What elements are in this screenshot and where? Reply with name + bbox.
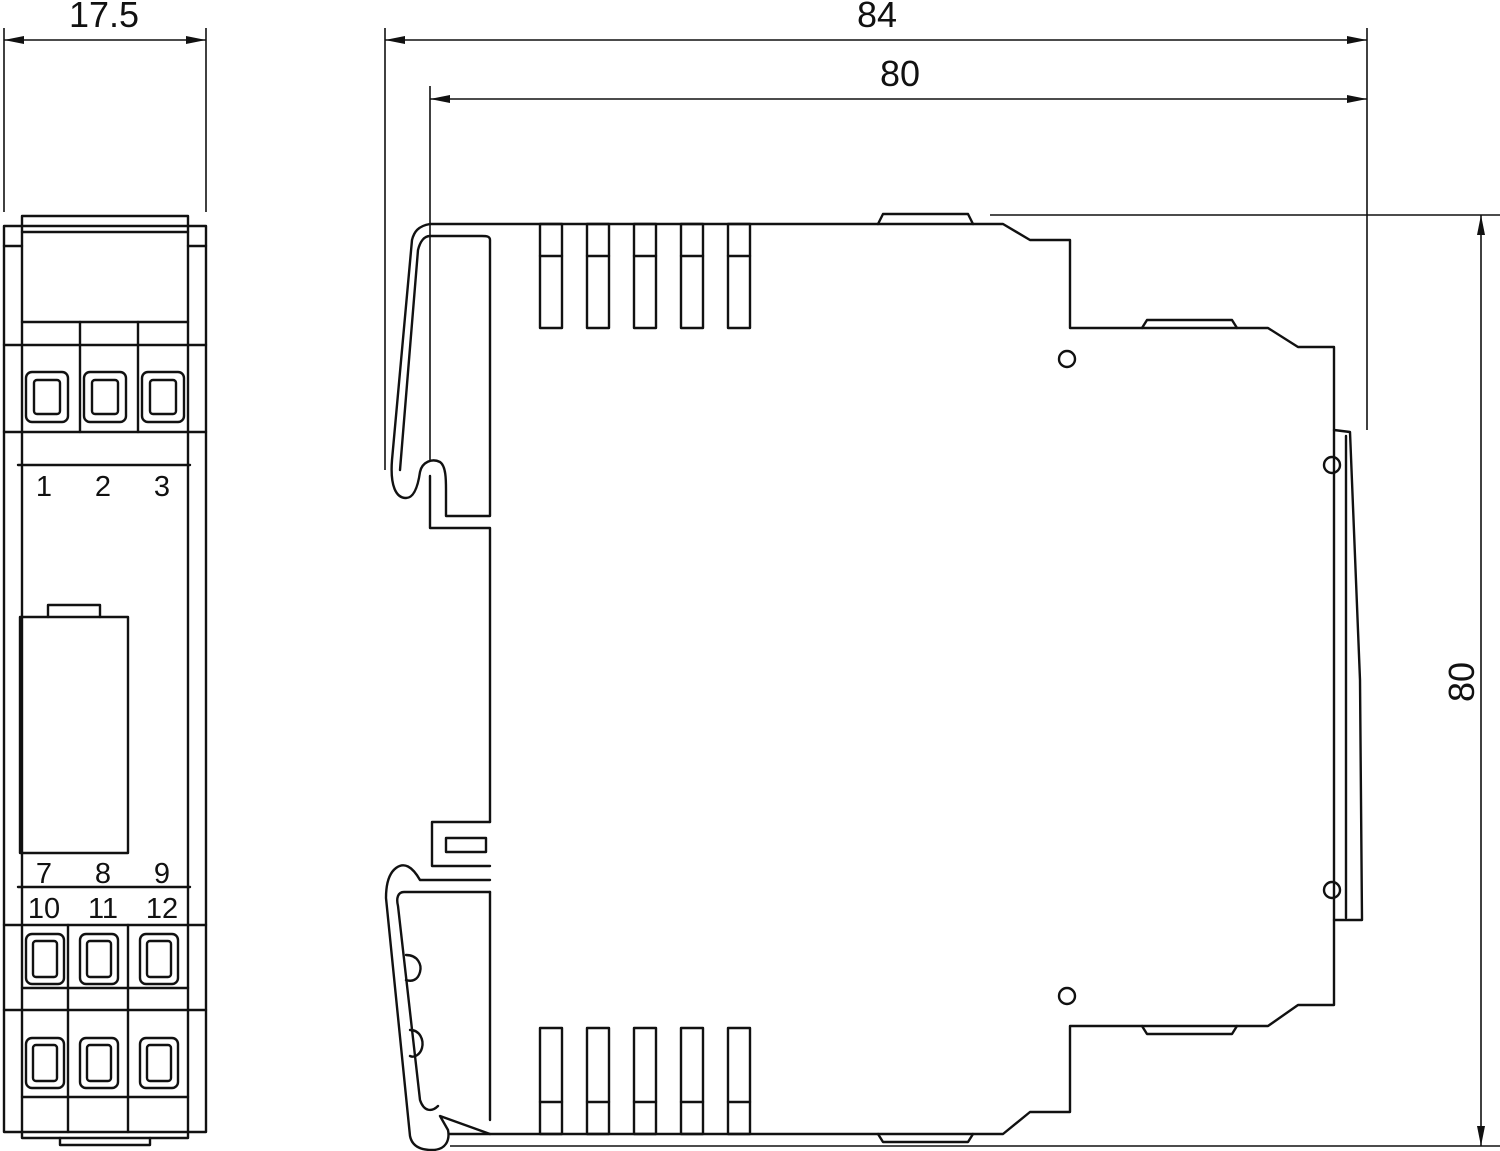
terminal-label: 3 [154,471,170,503]
front-housing [2,214,208,1147]
side-housing [384,212,1364,1151]
terminal-label: 12 [146,893,178,925]
terminal-label: 7 [36,858,52,890]
dimension-height: 80 [450,214,1500,1147]
vent-slots-bottom [538,1026,752,1136]
side-view: 84 80 80 [384,0,1500,1151]
body-depth-label: 80 [880,53,920,94]
overall-depth-label: 84 [857,0,897,35]
dimension-body-depth: 80 [429,53,1367,460]
terminal-label: 9 [154,858,170,890]
terminal-labels: 1 2 3 7 8 9 10 11 12 [28,471,178,925]
terminal-label: 10 [28,893,60,925]
front-view: 17.5 [2,0,208,1147]
dimension-overall-depth: 84 [384,0,1368,470]
terminal-label: 11 [88,893,118,925]
terminal-label: 2 [95,471,111,503]
dimension-front-width: 17.5 [3,0,207,212]
front-width-label: 17.5 [69,0,139,35]
terminal-label: 1 [36,471,52,503]
height-label: 80 [1441,662,1482,702]
terminal-label: 8 [95,858,111,890]
vent-slots-top [538,222,752,330]
